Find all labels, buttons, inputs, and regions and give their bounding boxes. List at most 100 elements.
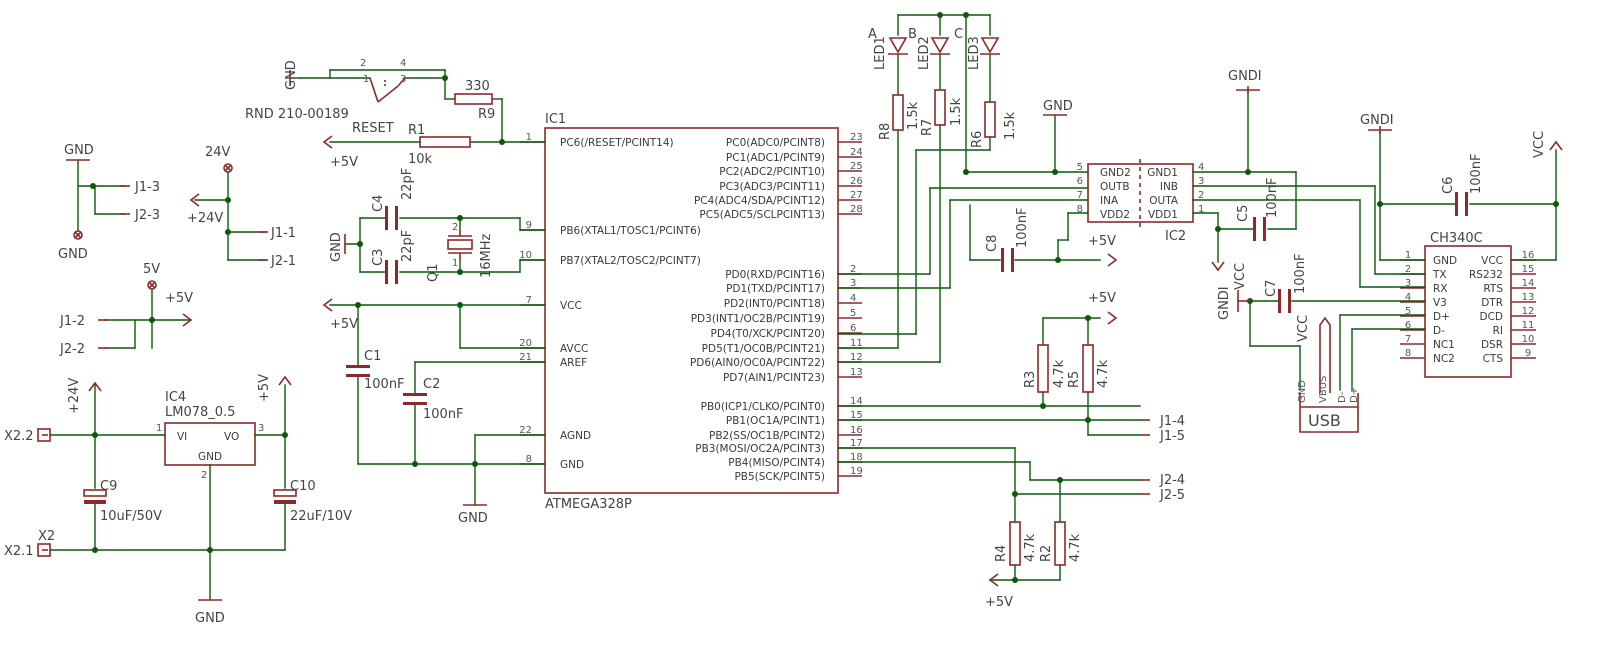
ic2-pin-number: 7 [1077,190,1083,201]
c5-name: C5 [1236,205,1251,222]
p5v-vcc: +5V [330,317,358,332]
resistor-r7: R7 1.5k [920,89,964,136]
r7-value: 1.5k [949,97,964,126]
c7-name: C7 [1264,280,1279,297]
ic1-pin-label: PB4(MISO/PCINT4) [728,457,825,469]
ic1-pin-label: PC5(ADC5/SCLPCINT13) [699,209,825,221]
j2-3-label: J2-3 [134,208,160,223]
gnd-reg: GND [195,611,225,626]
ic1-pin-number: 19 [850,466,863,477]
x2-pin2: X2.2 [4,429,34,444]
ic2-pin-number: 6 [1077,176,1083,187]
ic1-pin-number: 3 [850,278,856,289]
gnd-reset: GND [284,60,299,90]
ic1-pin-label: PC0(ADC0/PCINT8) [726,137,825,149]
r1-value: 10k [408,152,433,167]
ch340-pin-5: D+5 [1400,306,1450,323]
r9-value: 330 [465,79,490,94]
ch340-pin-label: RS232 [1469,269,1503,281]
r6-value: 1.5k [1003,111,1018,140]
ch340-pin-label: CTS [1483,353,1504,365]
p5v-left: +5V [165,291,193,306]
c4-name: C4 [371,195,386,212]
led2-letter: B [908,27,917,42]
ic1-name: IC1 [545,112,566,127]
ic2-pin-label: INA [1100,195,1119,207]
ic1-pin-26: PC3(ADC3/PCINT11)26 [719,176,862,193]
ic1-pin-number: 4 [850,293,856,304]
q1-pin2: 2 [452,222,458,233]
ic1-pin-number: 2 [850,264,856,275]
q1-value: 16MHz [479,233,494,278]
j2-1-label: J2-1 [270,254,296,269]
ch340-pin-label: RI [1493,325,1503,337]
ic4-num-vi: 1 [156,423,162,434]
v24-marker: 24V [205,145,231,160]
capacitor-c10: C10 22uF/10V [273,479,352,524]
c8-name: C8 [985,235,1000,252]
ic1-pin-number: 8 [526,454,532,465]
ch340-pin-6: D-6 [1400,320,1445,337]
r5-name: R5 [1067,371,1082,388]
ic1-pin-label: PD5(T1/OC0B/PCINT21) [702,343,825,355]
c1-name: C1 [364,349,381,364]
ic1-pin-2: PD0(RXD/PCINT16)2 [725,264,862,281]
ic1-pin-label: VCC [560,300,582,312]
ch340-pin-label: DSR [1481,339,1503,351]
r9-name: R9 [478,107,495,122]
r1-name: R1 [408,123,425,138]
ic1-pin-label: PB5(SCK/PCINT5) [734,471,825,483]
vcc-usb: VCC [1296,315,1311,342]
ic1-pin-5: PD3(INT1/OC2B/PCINT19)5 [691,308,862,325]
ic1-pin-number: 10 [519,250,532,261]
ic1-pin-label: PD6(AIN0/OC0A/PCINT22) [690,357,825,369]
ch340-pin-number: 3 [1405,278,1411,289]
ic1-pin-23: PC0(ADC0/PCINT8)23 [726,132,863,149]
led3-name: LED3 [967,36,982,70]
ic1-pin-label: PD7(AIN1/PCINT23) [723,372,825,384]
ic1-pin-number: 9 [526,220,532,231]
ic2-pin-label: GND1 [1147,167,1178,179]
c6-value: 100nF [1469,153,1484,194]
ic2-pin-number: 1 [1198,204,1204,215]
ch340-pin-number: 4 [1405,292,1411,303]
c10-value: 22uF/10V [290,509,352,524]
c6-name: C6 [1441,177,1456,194]
ic2-pin-label: OUTB [1100,181,1130,193]
ch340-pin-3: RX 3 [1400,278,1448,295]
ch340-pin-label: RX [1433,283,1448,295]
ic1-pin-13: PD7(AIN1/PCINT23)13 [723,367,863,384]
r3-name: R3 [1023,371,1038,388]
ic4-pin-gnd: GND [198,451,222,463]
ic1-part: ATMEGA328P [545,497,632,512]
c9-value: 10uF/50V [100,509,162,524]
ch340-name: CH340C [1430,231,1483,246]
ic1-pin-label: PB6(XTAL1/TOSC1/PCINT6) [560,225,701,237]
p5v-reset: +5V [330,155,358,170]
ic1-pin-28: PC5(ADC5/SCLPCINT13)28 [699,204,862,221]
reset-pin-3: 3 [400,74,406,85]
ic1-pin-1: PC6(/RESET/PCINT14)1 [520,132,674,149]
j1-2-label: J1-2 [59,314,85,329]
ch340-pin-label: VCC [1481,255,1503,267]
p5v-pullup: +5V [1088,291,1116,306]
c4-value: 22pF [400,168,415,200]
capacitor-c8: C8 100nF [985,207,1030,272]
usb-name: USB [1308,411,1341,430]
ic1-pin-number: 15 [850,410,863,421]
gnd-mcu: GND [458,511,488,526]
ch340-pin-number: 2 [1405,264,1411,275]
gnd-crystal: GND [329,232,344,262]
ic1-pin-label: PC4(ADC4/SDA/PCINT12) [694,195,825,207]
led1-letter: A [868,27,877,42]
